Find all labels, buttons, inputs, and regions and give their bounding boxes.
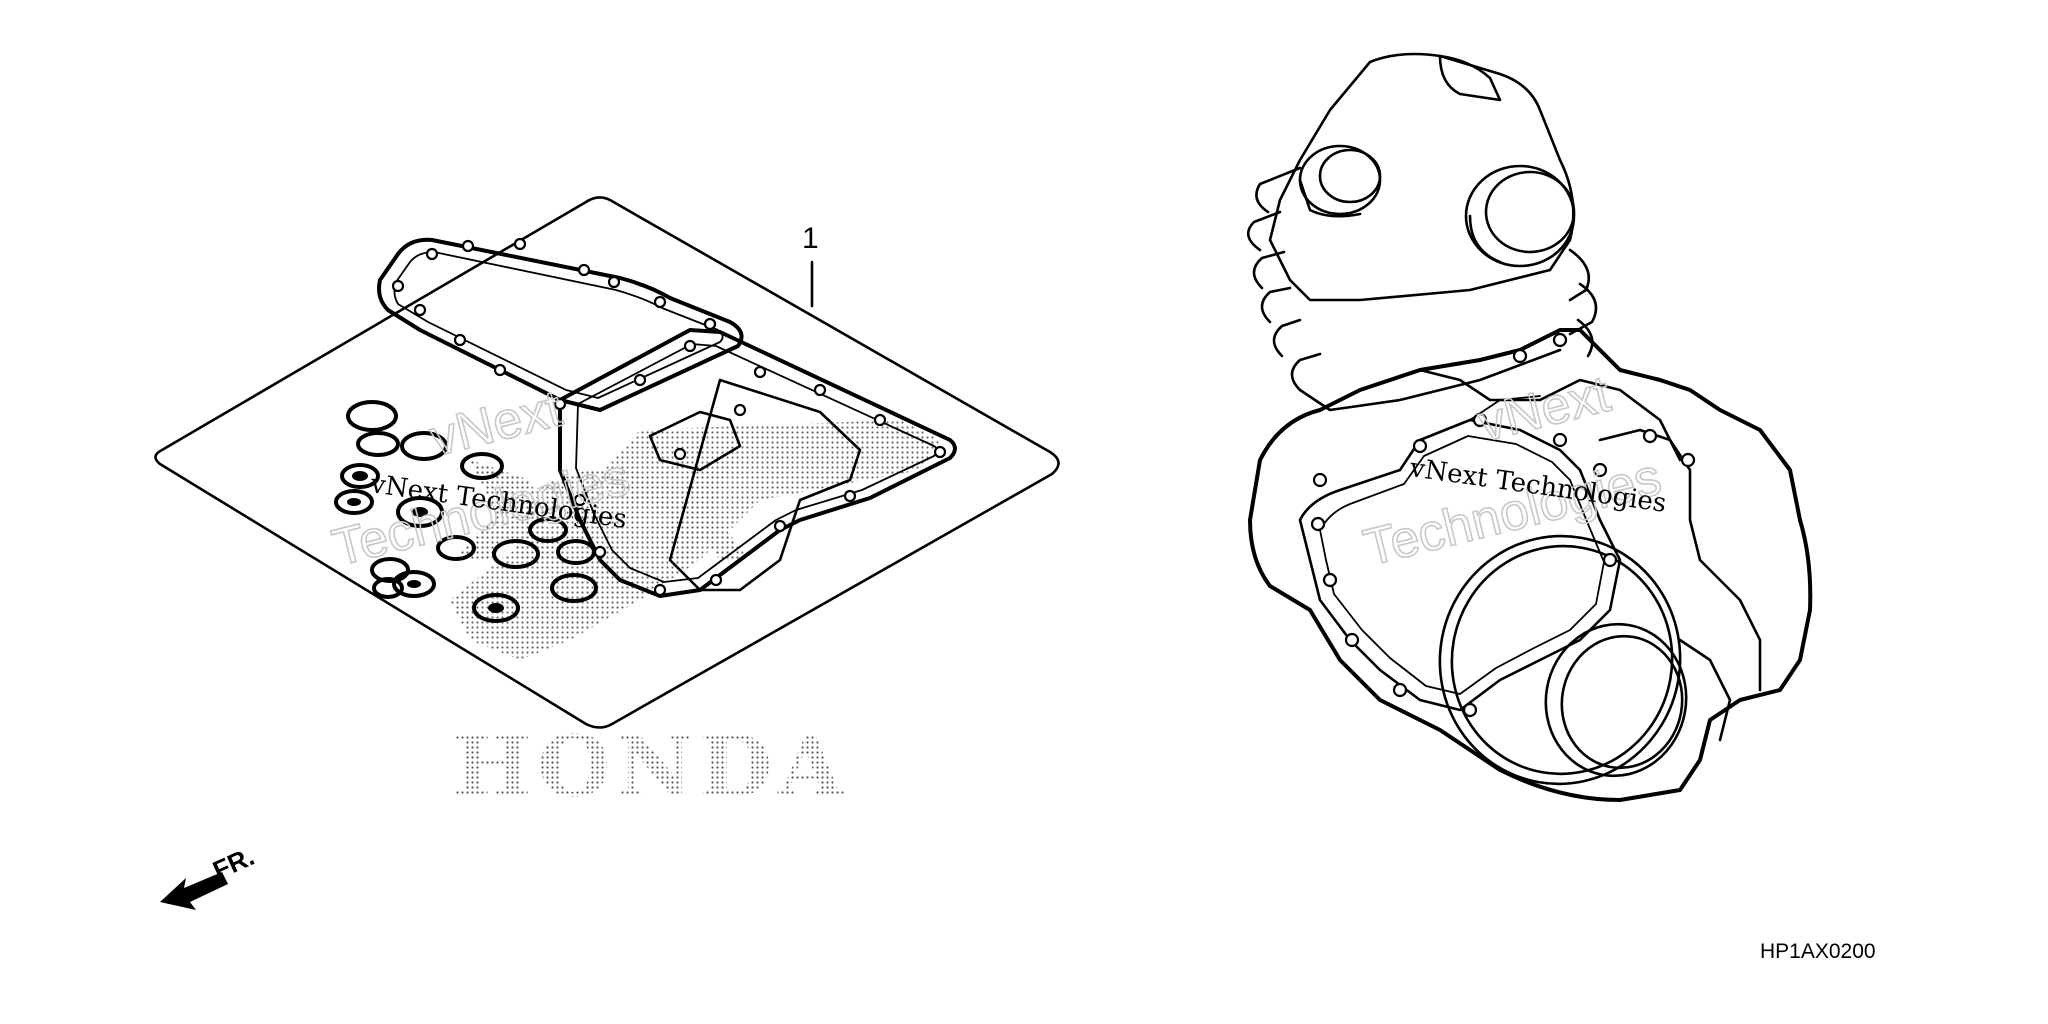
o-ring [346,400,398,432]
gasket-kit-sheet [154,196,1060,729]
o-ring [372,577,404,599]
washer [488,603,504,613]
washer [352,471,368,481]
o-ring [334,489,374,515]
o-ring [392,570,436,598]
gasket-large [377,237,744,412]
front-arrow-icon [160,872,228,910]
o-ring [472,593,520,623]
washer [347,498,361,506]
valve-cover-plug-right [1464,164,1576,268]
engine-illustration [1246,52,1813,802]
honda-logo-text: HONDA [452,717,849,816]
o-ring [460,452,504,480]
o-ring [356,431,400,457]
front-direction-indicator: FR. [160,841,259,910]
gasket-bolt-holes [391,237,947,597]
callout-number: 1 [802,222,819,255]
watermark-line1: vNext [425,379,569,468]
crankcase-gasket-surface [1298,418,1622,712]
o-ring [550,573,598,603]
o-ring [400,431,448,461]
o-rings-group [334,400,598,623]
crank-bore-inner [1544,622,1688,778]
o-ring [436,535,476,561]
valve-cover-plug-left [1298,144,1382,218]
cylinder-fins [1246,166,1598,412]
cylinder-head [1268,52,1575,302]
gasket-kit-group: 1 [154,196,1060,729]
washer [407,580,421,588]
washer [412,507,428,517]
part-diagram-code: HP1AX0200 [1760,940,1876,963]
o-ring [492,539,540,569]
o-ring [556,539,596,565]
crankcase [1248,328,1813,802]
o-ring [340,463,380,489]
gasket-oil-pan [558,328,957,598]
engine-bolt-holes [1310,332,1696,718]
gasket-plate [648,410,742,472]
o-ring [396,496,444,528]
o-ring [528,517,568,543]
crank-bore-outer [1438,534,1682,786]
watermark-line1: vNext [1473,365,1617,454]
